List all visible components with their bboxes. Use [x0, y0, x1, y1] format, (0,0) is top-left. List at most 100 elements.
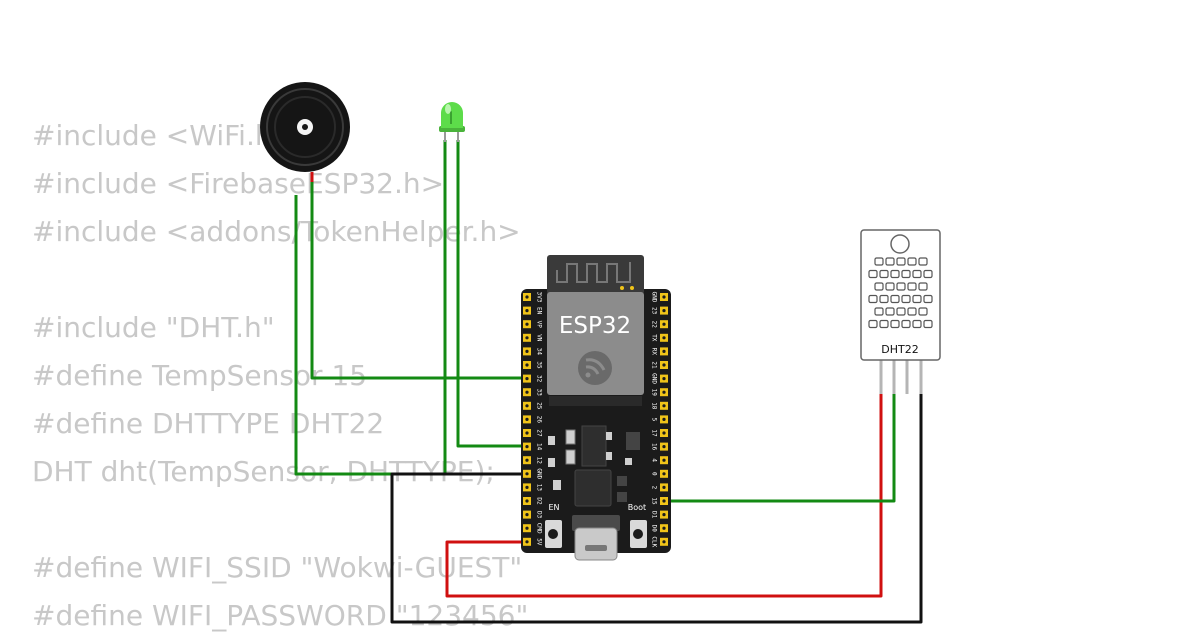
wire-buzzer-pin1[interactable]: [310, 172, 527, 380]
esp32-pin-hole: [525, 309, 529, 313]
esp32-pin-hole: [525, 526, 529, 530]
esp32-pin-label: 14: [536, 443, 543, 451]
esp32-pin-hole: [662, 404, 666, 408]
esp32-pin-hole: [525, 472, 529, 476]
esp32-pin-label: 0: [651, 472, 658, 476]
esp32-pin-hole: [525, 390, 529, 394]
esp32-pin-hole: [662, 377, 666, 381]
esp32-pin-hole: [662, 458, 666, 462]
smd-capacitor: [565, 449, 576, 465]
espressif-logo-icon: [578, 351, 612, 385]
esp32-pin-label: 23: [651, 307, 658, 315]
code-line: #define WIFI_PASSWORD "123456": [32, 599, 529, 632]
esp32-pin-label: 13: [536, 484, 543, 492]
esp32-pin-hole: [662, 390, 666, 394]
esp32-pin-hole: [525, 499, 529, 503]
dht22-vent-slot: [923, 319, 933, 329]
esp32-pin-hole: [662, 336, 666, 340]
esp32-pin-headers: [523, 293, 668, 546]
dht22-vent-slot: [912, 294, 922, 304]
esp32-pin-label: EN: [536, 307, 543, 315]
dht22-vent-slot: [885, 282, 895, 291]
boot-button-label: Boot: [628, 503, 646, 512]
esp32-pin-hole: [662, 417, 666, 421]
dht22-vent-slot: [923, 269, 933, 279]
dht22-vent-slot: [907, 257, 917, 266]
esp32-pin-label: RX: [651, 348, 658, 356]
esp32-pin-hole: [525, 404, 529, 408]
esp32-pin-hole: [525, 540, 529, 544]
esp32-pin-label: 18: [651, 402, 658, 410]
wire-buzzer-pin2[interactable]: [294, 195, 527, 476]
smd-component: [548, 458, 555, 467]
usb-port[interactable]: [572, 515, 620, 561]
esp32-pin-hole: [525, 363, 529, 367]
esp32-pin-hole: [525, 445, 529, 449]
wire-led-anode[interactable]: [456, 140, 527, 448]
esp32-board[interactable]: ESP32 EN Boot: [521, 255, 671, 561]
esp32-pin-hole: [525, 295, 529, 299]
esp32-pin-label: GND: [651, 373, 658, 384]
dht22-sensor[interactable]: DHT22: [860, 229, 941, 394]
boot-button[interactable]: [630, 520, 647, 548]
code-line: #include <addons/TokenHelper.h>: [32, 215, 521, 248]
dht22-vent-slot: [879, 294, 889, 304]
antenna-icon: [556, 262, 631, 283]
dht22-vent-slot: [868, 294, 878, 304]
en-button[interactable]: [545, 520, 562, 548]
smd-capacitor: [565, 429, 576, 445]
wire-dht-data[interactable]: [664, 392, 896, 503]
dht22-vent-slot: [890, 319, 900, 329]
esp32-pin-label: VN: [536, 334, 543, 342]
wire-gnd-black[interactable]: [390, 392, 923, 624]
led-icon[interactable]: [439, 102, 465, 142]
voltage-regulator: [581, 425, 607, 467]
dht22-vent-slot: [918, 307, 928, 316]
dht22-vent-slot: [912, 319, 922, 329]
dht22-vent-slot: [901, 269, 911, 279]
esp32-pin-hole: [662, 322, 666, 326]
esp32-pin-hole: [525, 431, 529, 435]
en-button-label: EN: [548, 503, 559, 512]
dht22-vent-slot: [879, 319, 889, 329]
esp32-pin-label: 32: [536, 375, 543, 383]
dht22-vent-slot: [923, 294, 933, 304]
esp32-pin-label: CLK: [651, 536, 658, 547]
esp32-pin-label: 21: [651, 361, 658, 369]
dht22-vent-slot: [907, 282, 917, 291]
esp32-pin-label: D3: [536, 511, 543, 519]
dht22-vent-slot: [885, 307, 895, 316]
usb-uart-chip: [574, 469, 612, 507]
esp32-pin-hole: [662, 485, 666, 489]
buzzer-icon[interactable]: [260, 82, 350, 172]
esp32-pin-label: 16: [651, 443, 658, 451]
esp32-pin-label: 34: [536, 348, 543, 356]
esp32-pin-label: D0: [651, 525, 658, 533]
wire-5v-red[interactable]: [445, 392, 883, 598]
dht22-vent-slot: [874, 307, 884, 316]
smd-component: [626, 432, 640, 450]
esp32-pin-label: TX: [651, 334, 658, 342]
dht22-grille: [868, 257, 933, 329]
dht22-vent-slot: [874, 257, 884, 266]
dht22-vent-slot: [879, 269, 889, 279]
esp32-pin-hole: [662, 295, 666, 299]
dht22-label: DHT22: [881, 343, 918, 356]
dht22-vent-slot: [896, 307, 906, 316]
esp32-pin-labels: 3V3ENVPVN343532332526271412GND13D2D3CMD5…: [536, 292, 658, 548]
esp32-pin-label: GND: [536, 468, 543, 479]
esp32-pin-hole: [662, 445, 666, 449]
esp32-pin-label: 33: [536, 389, 543, 397]
dht22-vent-slot: [918, 257, 928, 266]
code-line: DHT dht(TempSensor, DHTTYPE);: [32, 455, 495, 488]
code-line: #include <FirebaseESP32.h>: [32, 167, 445, 200]
esp32-pin-label: 25: [536, 402, 543, 410]
code-line: #define WIFI_SSID "Wokwi-GUEST": [32, 551, 523, 584]
dht22-vent-slot: [868, 319, 878, 329]
esp32-pin-label: 26: [536, 416, 543, 424]
esp32-pin-hole: [525, 349, 529, 353]
esp32-pin-label: 12: [536, 457, 543, 465]
code-line: #define TempSensor 15: [32, 359, 368, 392]
esp32-pin-hole: [525, 513, 529, 517]
